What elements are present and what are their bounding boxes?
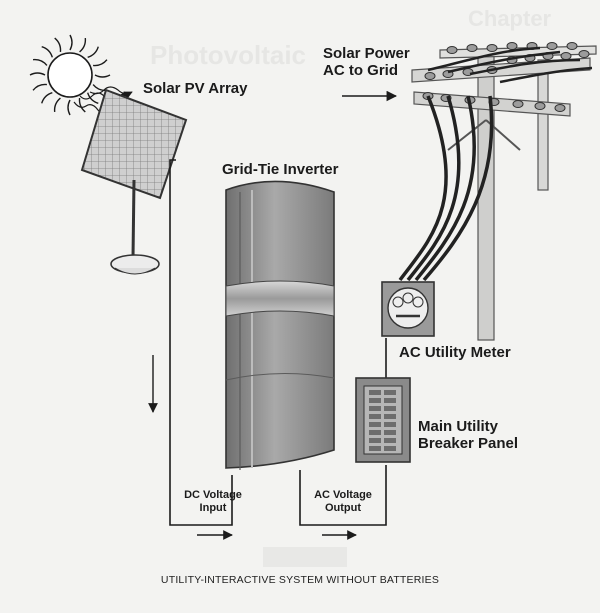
insulator bbox=[486, 44, 498, 52]
ac-voltage-line2: Output bbox=[324, 501, 362, 514]
sun-ray bbox=[78, 98, 86, 113]
sun-ray bbox=[93, 59, 108, 67]
sun-icon bbox=[29, 34, 111, 116]
insulator bbox=[424, 72, 436, 80]
breaker-switch bbox=[384, 438, 396, 443]
breaker-switch bbox=[384, 446, 396, 451]
inverter-icon bbox=[225, 180, 335, 470]
solar-power-line2: AC to Grid bbox=[323, 62, 398, 80]
insulator bbox=[566, 42, 578, 50]
background-title-text: Photovoltaic bbox=[150, 40, 307, 70]
meter-icon bbox=[381, 281, 435, 337]
figure-caption: UTILITY-INTERACTIVE SYSTEM WITHOUT BATTE… bbox=[160, 574, 440, 586]
sun-ray bbox=[87, 46, 99, 58]
breaker-switch bbox=[384, 430, 396, 435]
sun-ray bbox=[54, 37, 62, 52]
breaker-panel-line1: Main Utility bbox=[418, 418, 499, 435]
ac-wire bbox=[299, 465, 387, 526]
solar-panel-icon bbox=[80, 88, 188, 275]
breaker-switch bbox=[369, 438, 381, 443]
dc-voltage-line2: Input bbox=[199, 501, 227, 514]
ac-voltage-line1: AC Voltage bbox=[314, 489, 372, 501]
breaker-switch bbox=[384, 398, 396, 403]
ac-voltage-label: AC Voltage Output bbox=[308, 489, 378, 514]
insulator bbox=[546, 42, 558, 50]
solar-power-line1: Solar Power bbox=[323, 45, 410, 62]
insulator bbox=[578, 50, 590, 58]
breaker-switch bbox=[384, 414, 396, 419]
sun-ray bbox=[29, 72, 46, 76]
insulator bbox=[512, 100, 524, 108]
insulator bbox=[534, 102, 546, 110]
sun-ray bbox=[41, 92, 53, 104]
breaker-switch bbox=[369, 390, 381, 395]
insulator bbox=[506, 42, 518, 50]
breaker-switch bbox=[384, 406, 396, 411]
breaker-panel-label: Main Utility Breaker Panel bbox=[418, 418, 518, 453]
dc-voltage-label: DC Voltage Input bbox=[180, 489, 246, 514]
insulator bbox=[446, 46, 458, 54]
grid-tie-inverter-label: Grid-Tie Inverter bbox=[222, 161, 339, 178]
service-wires bbox=[398, 95, 494, 282]
sun-ray bbox=[41, 46, 53, 58]
solar-power-label: Solar Power AC to Grid bbox=[323, 45, 410, 80]
solar-pv-array-label: Solar PV Array bbox=[143, 80, 248, 97]
breaker-switch bbox=[369, 446, 381, 451]
breaker-switch bbox=[384, 390, 396, 395]
breaker-switch bbox=[384, 422, 396, 427]
sun-ray bbox=[87, 92, 99, 104]
background-chapter-text: Chapter bbox=[468, 6, 552, 31]
utility-pole-icon bbox=[411, 45, 597, 341]
sun-ray bbox=[94, 74, 111, 78]
sun-ray bbox=[53, 97, 61, 113]
sun-ray bbox=[32, 58, 48, 66]
breaker-switch bbox=[369, 430, 381, 435]
breaker-panel-icon bbox=[355, 377, 411, 463]
breaker-switch bbox=[369, 422, 381, 427]
insulator bbox=[560, 52, 572, 60]
ac-utility-meter-label: AC Utility Meter bbox=[399, 344, 511, 361]
insulator bbox=[466, 44, 478, 52]
breaker-switch bbox=[369, 406, 381, 411]
sun-ray bbox=[79, 37, 87, 53]
grey-block bbox=[263, 547, 347, 567]
sun-ray bbox=[32, 83, 47, 91]
overhead-wires bbox=[427, 46, 593, 84]
dc-wire bbox=[169, 159, 233, 526]
dc-voltage-line1: DC Voltage bbox=[184, 489, 242, 501]
sun-ray bbox=[67, 99, 71, 116]
breaker-switch bbox=[369, 414, 381, 419]
insulator bbox=[554, 104, 566, 112]
sun-ray bbox=[69, 34, 73, 51]
breaker-switch bbox=[369, 398, 381, 403]
breaker-panel-line2: Breaker Panel bbox=[418, 435, 519, 453]
